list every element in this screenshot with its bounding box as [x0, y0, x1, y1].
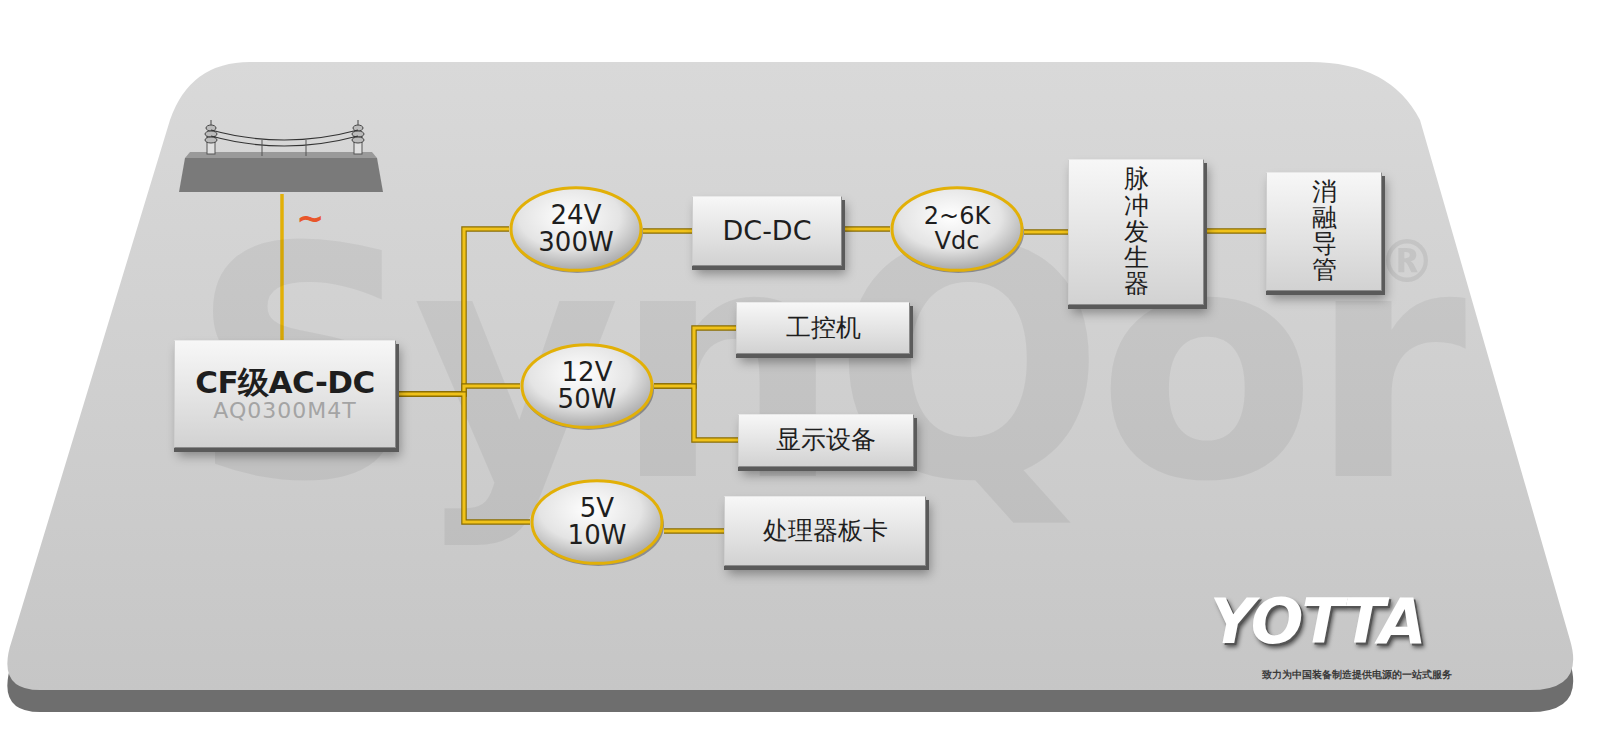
watermark-mark: ®	[1378, 228, 1436, 296]
power-wire	[1024, 230, 1068, 233]
model-number: AQ0300M4T	[213, 399, 356, 422]
power-wire	[664, 529, 724, 532]
process-box: 消融 导管	[1266, 172, 1382, 291]
power-wire	[842, 227, 890, 230]
brand-logo: YOTTA	[1210, 585, 1425, 658]
node-label: 处理器板卡	[763, 518, 888, 544]
wire-outline	[396, 229, 509, 394]
node-label: 显示设备	[776, 427, 876, 453]
process-box: 显示设备	[738, 414, 914, 467]
wire-outline	[396, 394, 530, 522]
process-box: 脉冲 发生器	[1068, 159, 1204, 304]
node-label: 消融 导管	[1312, 179, 1337, 284]
power-wire	[396, 229, 509, 394]
brand-tagline: 致力为中国装备制造提供电源的一站式服务	[1262, 668, 1452, 682]
wire-outline	[643, 228, 692, 234]
wire-outline	[654, 386, 738, 440]
process-box: CF级AC-DCAQ0300M4T	[174, 340, 396, 448]
power-wire	[643, 229, 692, 232]
process-box: 处理器板卡	[724, 496, 926, 566]
wire-outline	[1024, 229, 1068, 235]
node-label: 2~6K Vdc	[924, 204, 990, 254]
voltage-ellipse: 12V 50W	[520, 342, 654, 430]
node-label: 24V 300W	[538, 202, 613, 257]
power-grid-icon	[179, 120, 383, 192]
node-label: DC-DC	[722, 217, 811, 245]
voltage-ellipse: 2~6K Vdc	[890, 185, 1024, 273]
power-wire	[654, 328, 736, 386]
process-box: DC-DC	[692, 196, 842, 266]
process-box: 工控机	[736, 302, 910, 354]
node-label: 工控机	[786, 315, 861, 341]
power-wire	[396, 394, 530, 522]
wire-outline	[1204, 228, 1266, 234]
voltage-ellipse: 5V 10W	[530, 478, 664, 566]
node-label: 脉冲 发生器	[1124, 166, 1149, 297]
node-label: CF级AC-DC	[195, 366, 375, 399]
wire-outline	[664, 528, 724, 534]
node-label: 12V 50W	[558, 359, 617, 414]
ac-symbol: ~	[296, 198, 325, 238]
voltage-ellipse: 24V 300W	[509, 185, 643, 273]
power-wire	[654, 386, 738, 440]
wire-outline	[842, 226, 890, 232]
wire-outline	[654, 328, 736, 386]
node-label: 5V 10W	[568, 495, 627, 550]
platform-top	[7, 62, 1573, 690]
power-wire	[1204, 229, 1266, 232]
